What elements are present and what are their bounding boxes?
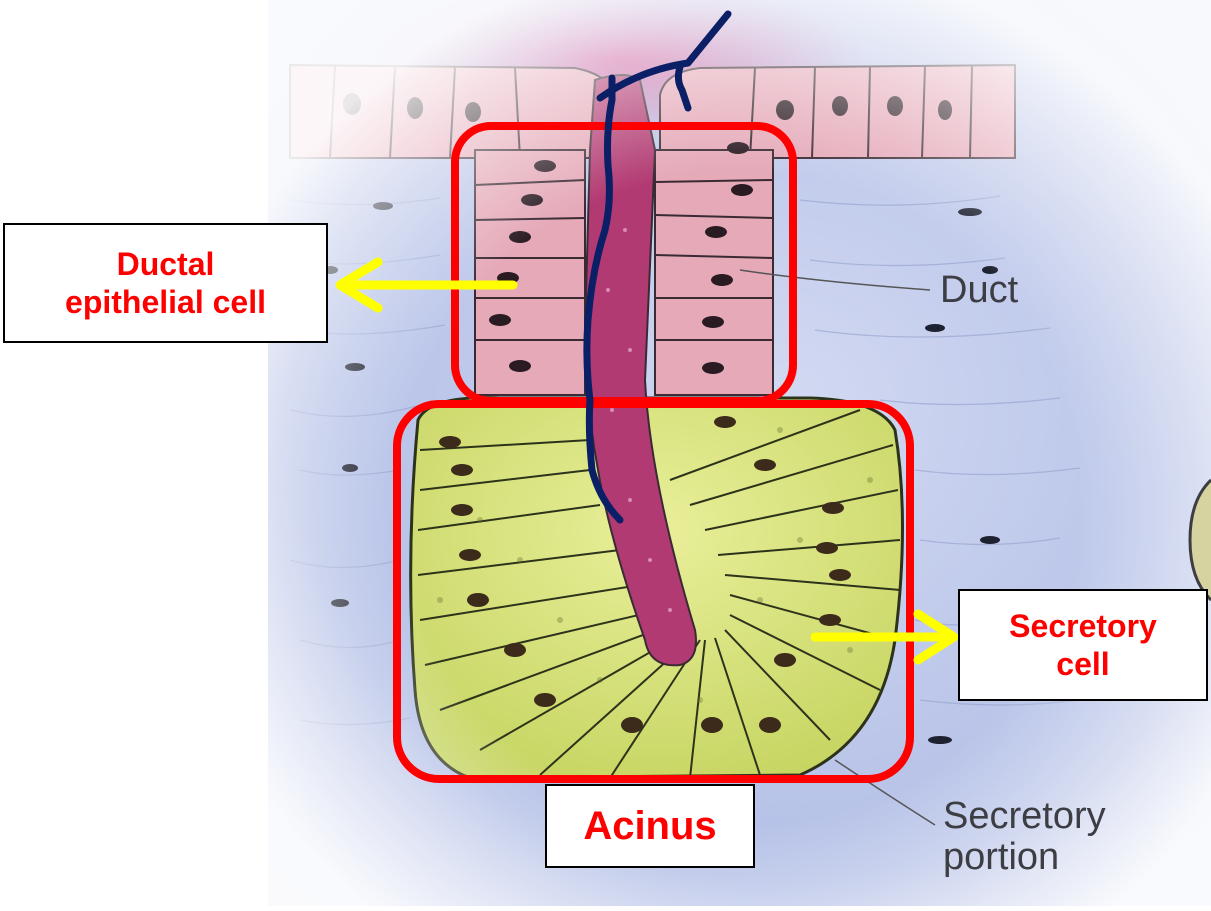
secretory-callout-line-2: cell bbox=[1009, 645, 1157, 683]
acinus-callout-text: Acinus bbox=[583, 802, 716, 850]
secretory-portion-line-2: portion bbox=[943, 837, 1106, 878]
ductal-callout-line-2: epithelial cell bbox=[65, 283, 266, 321]
duct-label: Duct bbox=[940, 270, 1018, 311]
secretory-portion-label: Secretory portion bbox=[943, 796, 1106, 878]
secretory-portion-line-1: Secretory bbox=[943, 796, 1106, 837]
ductal-epithelial-cell-callout: Ductal epithelial cell bbox=[3, 223, 328, 343]
secretory-callout-line-1: Secretory bbox=[1009, 607, 1157, 645]
ductal-callout-line-1: Ductal bbox=[65, 245, 266, 283]
acinus-callout: Acinus bbox=[545, 784, 755, 868]
secretory-cell-callout: Secretory cell bbox=[958, 589, 1208, 701]
